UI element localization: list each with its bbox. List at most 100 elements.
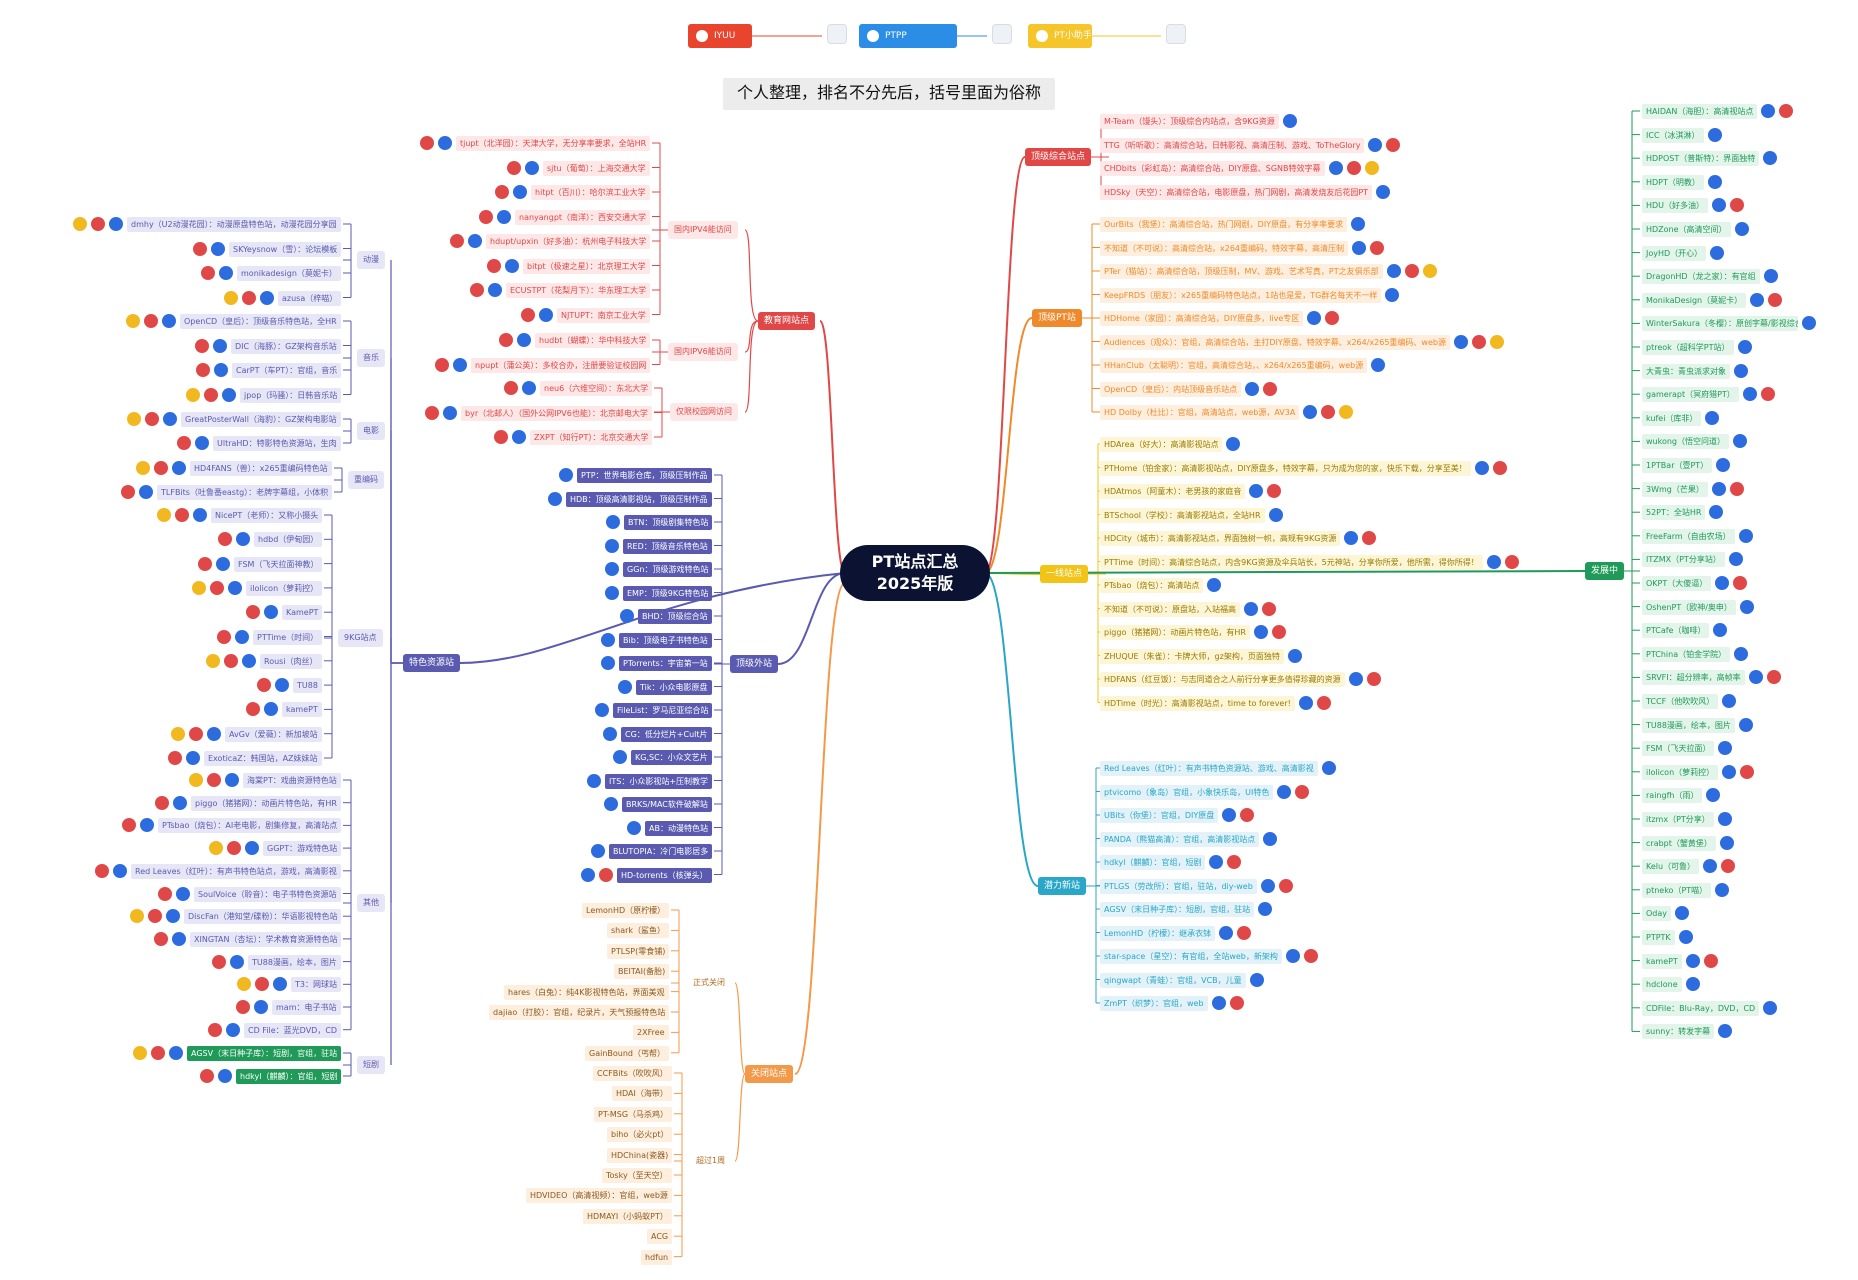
- branch-node[interactable]: 超过1周: [690, 1152, 732, 1170]
- site-node[interactable]: HHanClub（太聪明）：官组，高清综合站，、x264/x265重编码，web…: [1100, 358, 1368, 373]
- site-node[interactable]: ptreok（超科学PT站）: [1642, 340, 1734, 355]
- site-node[interactable]: piggo（猪猪网）：动画片特色站，有HR: [191, 795, 341, 811]
- site-node[interactable]: CarPT（车PT）：官组，音乐: [232, 363, 342, 378]
- site-node[interactable]: PTPTK: [1642, 930, 1675, 945]
- site-node[interactable]: 大青虫：青虫派求对象: [1642, 363, 1730, 379]
- site-node[interactable]: HAIDAN（海胆）：高清视站点: [1642, 104, 1758, 119]
- site-node[interactable]: HDZone（高清空间）: [1642, 222, 1731, 237]
- site-node[interactable]: BHD：顶级综合站: [638, 609, 712, 624]
- site-node[interactable]: HDTime（时光）：高清影视站点，time to forever!: [1100, 695, 1295, 711]
- site-node[interactable]: CHDbits（彩虹岛）：高清综合站，DIY原盘、SGNB特效字幕: [1100, 161, 1325, 176]
- site-node[interactable]: byr（北邮人）（国外公网IPV6也能）：北京邮电大学: [461, 405, 652, 421]
- site-node[interactable]: itzmx（PT分享）: [1642, 812, 1714, 827]
- site-node[interactable]: TLFBits（吐鲁番eastg）：老牌字幕组，小体积: [157, 485, 333, 500]
- site-node[interactable]: PTCafe（咖啡）: [1642, 623, 1710, 639]
- branch-node[interactable]: 关闭站点: [745, 1065, 794, 1083]
- site-node[interactable]: HDAtmos（阿童木）：老男孩的家庭音: [1100, 484, 1246, 499]
- site-node[interactable]: FileList：罗马尼亚综合站: [613, 703, 713, 718]
- site-node[interactable]: hitpt（百川）：哈尔滨工业大学: [531, 185, 650, 200]
- site-node[interactable]: HDCity（城市）：高清影视站点，界面独树一帜，高规有9KG资源: [1100, 531, 1341, 546]
- site-node[interactable]: BEITAI(备胎): [614, 964, 670, 980]
- site-node[interactable]: hdfun: [641, 1249, 673, 1265]
- site-node[interactable]: FreeFarm（自由农场）: [1642, 528, 1735, 544]
- site-node[interactable]: Audiences（观众）：官组，高清综合站，主打DIY原盘、特效字幕、x264…: [1100, 334, 1450, 350]
- site-node[interactable]: hdclone: [1642, 977, 1682, 993]
- branch-node[interactable]: 国内IPV6能访问: [668, 343, 738, 361]
- site-node[interactable]: TTG（听听歌）：高清综合站，日韩影视、高清压制、游戏、ToTheGlory: [1100, 137, 1365, 153]
- site-node[interactable]: HDB：顶级高清影视站，顶级压制作品: [566, 491, 712, 507]
- site-node[interactable]: AB：动漫特色站: [645, 820, 712, 836]
- site-node[interactable]: 1PTBar（壹PT）: [1642, 458, 1713, 473]
- site-node[interactable]: ECUSTPT（花梨月下）：华东理工大学: [506, 283, 651, 298]
- branch-node[interactable]: 其他: [357, 894, 385, 912]
- site-node[interactable]: ITZMX（PT分享站）: [1642, 552, 1725, 568]
- site-node[interactable]: PTTime（时间）: [253, 629, 323, 645]
- site-node[interactable]: mam：电子书站: [272, 1000, 341, 1015]
- site-node[interactable]: HD Dolby（杜比）：官组，高清站点，web源，AV3A: [1100, 405, 1300, 420]
- branch-node[interactable]: 音乐: [357, 349, 385, 367]
- branch-node[interactable]: 顶级PT站: [1032, 309, 1082, 327]
- site-node[interactable]: ptvicomo（象岛）官组，小象快乐岛，UI特色: [1100, 784, 1274, 800]
- site-node[interactable]: sjtu（葡萄）：上海交通大学: [543, 160, 650, 176]
- site-node[interactable]: 2XFree: [633, 1025, 669, 1041]
- branch-node[interactable]: 特色资源站: [403, 654, 461, 672]
- site-node[interactable]: hudbt（蝴蝶）：华中科技大学: [535, 333, 651, 348]
- site-node[interactable]: NicePT（老师）：又称小摄头: [211, 508, 323, 523]
- site-node[interactable]: 海棠PT：戏曲资源特色站: [243, 773, 341, 788]
- site-node[interactable]: ptneko（PT喵）: [1642, 882, 1712, 898]
- site-node[interactable]: NJTUPT：南京工业大学: [557, 307, 650, 323]
- site-node[interactable]: OpenCD（皇后）：内站顶级音乐站点: [1100, 381, 1242, 397]
- site-node[interactable]: ilolicon（萝莉控）: [246, 580, 323, 596]
- site-node[interactable]: neu6（六维空间）：东北大学: [540, 381, 653, 396]
- branch-node[interactable]: 国内IPV4能访问: [668, 221, 738, 239]
- site-node[interactable]: HDSky（天空）：高清综合站，电影原盘，热门网剧，高清发烧友后花园PT: [1100, 184, 1373, 200]
- site-node[interactable]: HDArea（好大）：高清影视站点: [1100, 437, 1223, 452]
- site-node[interactable]: PT-MSG（马杀鸡）: [594, 1106, 673, 1122]
- branch-node[interactable]: 短剧: [357, 1056, 385, 1074]
- site-node[interactable]: PTLSP(零食铺): [607, 943, 670, 959]
- site-node[interactable]: GGPT：游戏特色站: [263, 841, 342, 857]
- branch-node[interactable]: 教育网站点: [758, 312, 816, 330]
- site-node[interactable]: HDChina(瓷器): [607, 1147, 673, 1163]
- site-node[interactable]: EMP：顶级9KG特色站: [623, 585, 713, 601]
- site-node[interactable]: Red Leaves（红叶）：有声书特色站点，游戏，高清影视: [131, 863, 341, 879]
- site-node[interactable]: HD4FANS（兽）：x265重编码特色站: [190, 461, 332, 476]
- site-node[interactable]: FSM（飞天拉面）: [1642, 741, 1715, 757]
- site-node[interactable]: HDHome（家园）：高清综合站，DIY原盘多，live专区: [1100, 311, 1304, 326]
- site-node[interactable]: gamerapt（冥府猎PT）: [1642, 387, 1739, 403]
- site-node[interactable]: LemonHD（柠檬）：继承衣钵: [1100, 925, 1216, 941]
- branch-node[interactable]: 电影: [357, 422, 385, 440]
- site-node[interactable]: 不知道（不可说）：高清综合站，x264重编码，特效字幕，高清压制: [1100, 240, 1349, 256]
- site-node[interactable]: UBits（你堡）：官组，DIY原盘: [1100, 808, 1219, 823]
- site-node[interactable]: star-space（星空）：有官组，全站web，新架构: [1100, 949, 1282, 964]
- site-node[interactable]: AvGv（爱薇）：新加坡站: [225, 726, 322, 742]
- site-node[interactable]: TCCF（他吹吹风）: [1642, 694, 1719, 709]
- site-node[interactable]: PTorrents：宇宙第一站: [619, 656, 712, 671]
- site-node[interactable]: XINGTAN（杏坛）：学术教育资源特色站: [190, 931, 342, 947]
- site-node[interactable]: OshenPT（欧神/奥申）: [1642, 599, 1736, 615]
- site-node[interactable]: CG：低分烂片+Cult片: [621, 726, 712, 742]
- site-node[interactable]: tjupt（北洋园）：天津大学，无分享率要求，全站HR: [456, 136, 651, 151]
- site-node[interactable]: GainBound（丐帮）: [585, 1045, 669, 1061]
- branch-node[interactable]: 9KG站点: [338, 629, 383, 647]
- site-node[interactable]: shark（鲨鱼）: [607, 923, 670, 939]
- site-node[interactable]: M-Team（馒头）：顶级综合内站点，含9KG资源: [1100, 114, 1279, 129]
- site-node[interactable]: ilolicon（萝莉控）: [1642, 764, 1719, 780]
- site-node[interactable]: HDU（好多油）: [1642, 198, 1709, 214]
- site-node[interactable]: ICC（冰淇淋）: [1642, 127, 1704, 143]
- site-node[interactable]: ZXPT（知行PT）：北京交通大学: [530, 430, 653, 445]
- site-node[interactable]: Oday: [1642, 906, 1672, 922]
- site-node[interactable]: KG,SC：小众文艺片: [631, 750, 712, 765]
- site-node[interactable]: ExoticaZ：韩国站，AZ妹妹站: [204, 751, 322, 766]
- site-node[interactable]: LemonHD（原柠檬）: [582, 903, 670, 918]
- site-node[interactable]: KamePT: [282, 605, 323, 621]
- site-node[interactable]: SRVFI：超分辨率，高帧率: [1642, 670, 1745, 686]
- branch-node[interactable]: 潜力新站: [1038, 877, 1087, 895]
- site-node[interactable]: CCFBits（吹吹风）: [593, 1066, 672, 1081]
- site-node[interactable]: BTSchool（学校）：高清影视站点，全站HR: [1100, 507, 1265, 523]
- site-node[interactable]: piggo（猪猪网）：动画片特色站，有HR: [1100, 625, 1250, 640]
- site-node[interactable]: PANDA（熊猫高清）：官组，高清影视站点: [1100, 831, 1260, 847]
- site-node[interactable]: HDPT（明教）: [1642, 174, 1704, 190]
- site-node[interactable]: KeepFRDS（朋友）：x265重编码特色站点，1站也是爱，TG群名每天不一样: [1100, 287, 1382, 303]
- site-node[interactable]: hdkyl（麒麟）：官组，短剧: [1100, 855, 1206, 870]
